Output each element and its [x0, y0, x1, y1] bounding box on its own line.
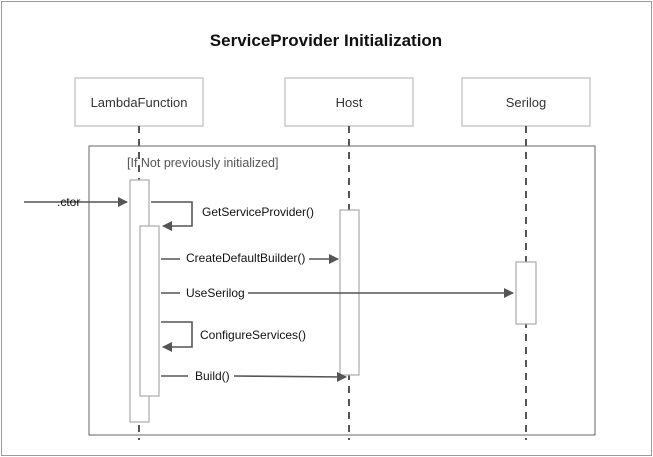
participant-label: Serilog	[506, 95, 546, 110]
message-createdefaultbuilder: CreateDefaultBuilder()	[161, 251, 339, 265]
activation-serilog	[515, 261, 537, 325]
participant-label: Host	[336, 95, 363, 110]
message-label: .ctor	[57, 195, 80, 209]
message-label: UseSerilog	[186, 286, 245, 300]
condition-frame	[88, 145, 596, 436]
participant-label: LambdaFunction	[91, 95, 188, 110]
message-configureservices: ConfigureServices()	[161, 321, 306, 352]
frame-label: [If Not previously initialized]	[127, 156, 278, 170]
participant-host: Host	[284, 77, 414, 127]
activation-lambdafunction-inner	[139, 225, 160, 397]
participant-serilog: Serilog	[461, 77, 591, 127]
message-label: CreateDefaultBuilder()	[186, 251, 305, 265]
message-useserilog: UseSerilog	[161, 286, 514, 300]
participant-lambdafunction: LambdaFunction	[74, 77, 204, 127]
message-build: Build()	[161, 369, 347, 383]
message-label: ConfigureServices()	[200, 328, 306, 342]
message-label: GetServiceProvider()	[202, 205, 314, 219]
message-label: Build()	[195, 369, 230, 383]
diagram-title: ServiceProvider Initialization	[210, 31, 442, 50]
message-ctor: .ctor	[24, 195, 128, 209]
message-getserviceprovider: GetServiceProvider()	[151, 201, 314, 231]
